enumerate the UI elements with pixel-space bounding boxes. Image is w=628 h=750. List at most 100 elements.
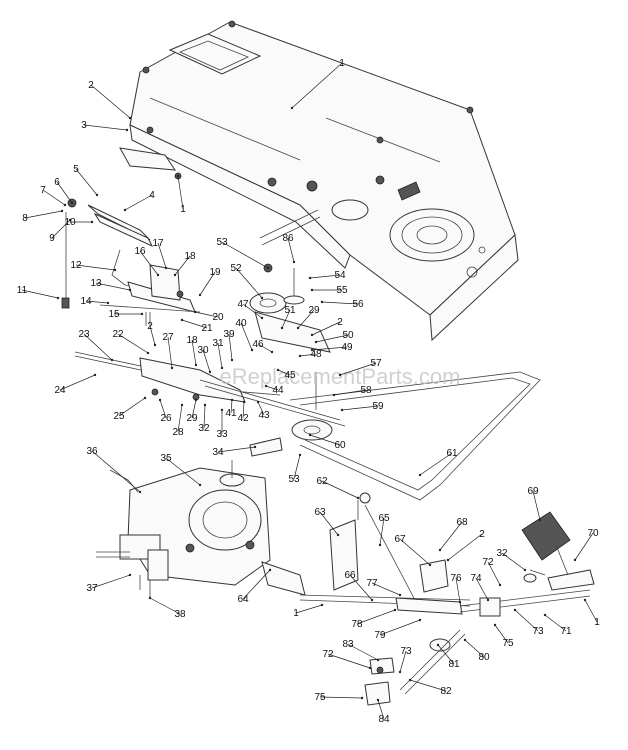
part-number-c44: 44 xyxy=(272,385,284,396)
leader-dot-c53b xyxy=(298,453,302,457)
leader-dot-c86 xyxy=(292,260,296,264)
part-number-c59: 59 xyxy=(372,401,384,412)
leader-line-c32a xyxy=(203,404,206,429)
part-number-c9: 9 xyxy=(49,233,55,244)
leader-line-c84 xyxy=(377,699,385,720)
leader-line-c72a xyxy=(487,561,501,586)
leader-line-c40 xyxy=(240,322,253,351)
part-number-c27: 27 xyxy=(162,332,174,343)
part-number-c22: 22 xyxy=(112,329,124,340)
leader-dot-c38 xyxy=(148,596,152,600)
leader-dot-c42 xyxy=(242,400,246,404)
leader-dot-c34 xyxy=(253,445,257,449)
leader-dot-c41 xyxy=(230,398,234,402)
part-number-c63: 63 xyxy=(314,507,326,518)
leader-dot-c1b xyxy=(176,174,180,178)
leader-dot-c32b xyxy=(523,568,527,572)
leader-dot-c31 xyxy=(220,366,224,370)
part-number-c29b: 29 xyxy=(308,305,320,316)
part-number-c2b: 2 xyxy=(147,321,153,332)
control-bracket-assembly xyxy=(261,492,471,652)
leader-line-c34 xyxy=(217,446,256,453)
part-number-c72b: 72 xyxy=(322,649,334,660)
leader-dot-c14 xyxy=(106,301,110,305)
leader-line-c53a xyxy=(221,241,269,269)
part-number-c57: 57 xyxy=(370,358,382,369)
leader-dot-c64 xyxy=(268,568,272,572)
part-number-c38: 38 xyxy=(174,609,186,620)
part-number-c12: 12 xyxy=(70,260,82,271)
leader-dot-c1d xyxy=(583,598,587,602)
leader-line-c36 xyxy=(91,450,141,493)
leader-dot-c57 xyxy=(338,373,342,377)
leader-dot-c50 xyxy=(314,340,318,344)
leader-dot-c60 xyxy=(308,433,312,437)
part-number-c1b: 1 xyxy=(180,204,186,215)
leader-line-c8 xyxy=(24,210,63,219)
leader-dot-c4 xyxy=(123,208,127,212)
leader-line-c39 xyxy=(228,333,233,361)
part-number-c71: 71 xyxy=(560,626,572,637)
leader-line-c74 xyxy=(475,577,489,601)
part-number-c70: 70 xyxy=(587,528,599,539)
leader-line-c27 xyxy=(167,336,173,369)
part-number-c21: 21 xyxy=(201,323,213,334)
part-number-c53a: 53 xyxy=(216,237,228,248)
part-number-c53b: 53 xyxy=(288,474,300,485)
part-number-c39: 39 xyxy=(223,329,235,340)
leader-line-c73b xyxy=(399,650,407,673)
leader-line-c44 xyxy=(265,385,279,391)
leader-dot-c73a xyxy=(513,608,517,612)
part-number-c54: 54 xyxy=(334,270,346,281)
leader-dot-c77 xyxy=(398,593,402,597)
leader-dot-c73b xyxy=(398,670,402,674)
part-number-c45: 45 xyxy=(284,370,296,381)
leader-line-c38 xyxy=(149,597,181,615)
part-number-c69: 69 xyxy=(527,486,539,497)
part-number-c29a: 29 xyxy=(186,413,198,424)
leader-line-c80 xyxy=(464,639,485,658)
leader-dot-c2d xyxy=(446,558,450,562)
part-number-c50: 50 xyxy=(342,330,354,341)
part-number-c30: 30 xyxy=(197,345,209,356)
leader-dot-c63 xyxy=(336,533,340,537)
part-number-c36: 36 xyxy=(86,446,98,457)
leader-line-c47 xyxy=(242,303,263,319)
leader-dot-c19 xyxy=(198,293,202,297)
leader-dot-c51 xyxy=(280,326,284,330)
leader-line-c86 xyxy=(287,237,295,263)
leader-dot-c49 xyxy=(310,348,314,352)
part-number-c7: 7 xyxy=(40,185,46,196)
part-number-c64: 64 xyxy=(237,594,249,605)
lever-bracket-assembly xyxy=(61,198,201,326)
leader-line-c66 xyxy=(349,574,373,601)
leader-line-c70 xyxy=(574,532,594,561)
leader-dot-c71 xyxy=(543,613,547,617)
leader-line-c13 xyxy=(95,282,131,291)
pulley-belt-assembly xyxy=(249,263,541,501)
leader-line-c56 xyxy=(321,301,359,305)
part-number-c60: 60 xyxy=(334,440,346,451)
part-number-c46: 46 xyxy=(252,339,264,350)
part-number-c74: 74 xyxy=(470,573,482,584)
part-number-c65: 65 xyxy=(378,513,390,524)
leader-dot-c11 xyxy=(56,296,60,300)
part-number-c55: 55 xyxy=(336,285,348,296)
leader-dot-c53a xyxy=(266,266,270,270)
leader-line-c29a xyxy=(191,399,197,419)
leader-line-c2a xyxy=(90,84,131,119)
part-number-c82: 82 xyxy=(440,686,452,697)
leader-dot-c32a xyxy=(203,403,207,407)
part-number-c75a: 75 xyxy=(502,638,514,649)
leader-dot-c7 xyxy=(63,203,67,207)
leader-dot-c75b xyxy=(360,696,364,700)
part-number-c84: 84 xyxy=(378,714,390,725)
leader-dot-c39 xyxy=(230,358,234,362)
leader-line-c5 xyxy=(75,168,98,196)
leader-line-c53b xyxy=(293,454,301,480)
leader-line-c79 xyxy=(379,619,421,636)
leader-line-c63 xyxy=(319,511,339,536)
part-number-c26: 26 xyxy=(160,413,172,424)
leader-line-c28 xyxy=(177,404,183,433)
